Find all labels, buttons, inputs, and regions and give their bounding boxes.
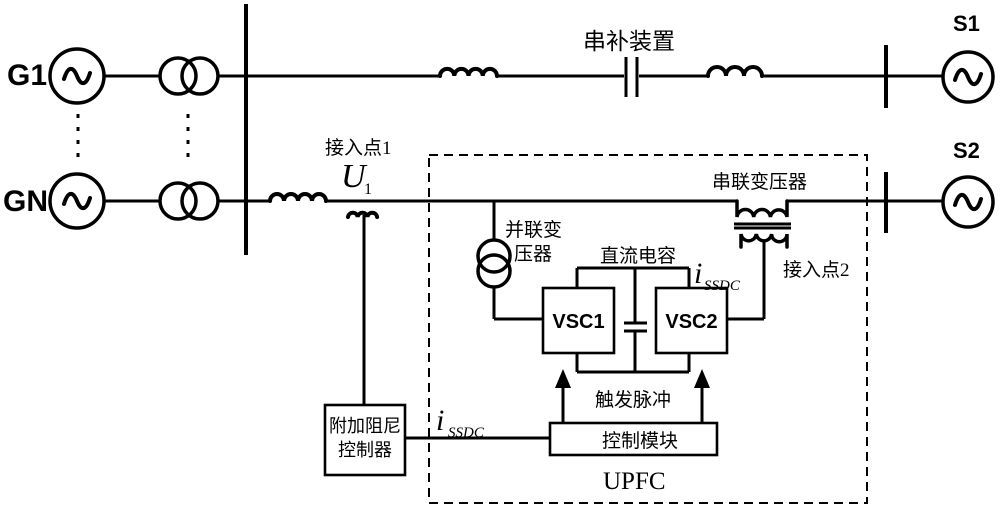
transformer-circle (158, 181, 198, 221)
series-comp-label: 串补装置 (583, 29, 675, 54)
upfc-caption: UPFC (603, 468, 666, 495)
ac-sine-icon (62, 66, 92, 86)
i-ssdc-subscript-vsc2: SSDC (704, 278, 741, 294)
line1-inductor-icon (438, 66, 499, 78)
ac-sine-icon (62, 191, 92, 211)
series-transformer-label: 串联变压器 (712, 171, 807, 193)
generator-gn: GN (3, 172, 106, 230)
access-point1-label: 接入点1 (325, 137, 392, 159)
vsc2-label: VSC2 (665, 311, 717, 333)
generator-g1: G1 (7, 47, 106, 105)
dc-link (575, 266, 691, 374)
system-s2-circle (941, 175, 995, 229)
transformer-circle (476, 238, 512, 274)
shunt-transformer-label-line1: 并联变 (505, 219, 562, 241)
transformer-circle (180, 181, 220, 221)
shunt-transformer-label-line2: 压器 (514, 244, 552, 265)
arrow-up-icon (694, 369, 710, 388)
line2-inductor-icon (268, 192, 328, 203)
i-ssdc-symbol-vsc2: i (694, 257, 702, 290)
trigger-pulse-arrow-right (694, 369, 710, 423)
stepup-transformer-g1 (104, 56, 246, 96)
vsc1-label: VSC1 (552, 311, 604, 333)
dc-capacitor-label: 直流电容 (600, 245, 676, 267)
upfc-boundary-box (428, 154, 868, 504)
series-compensation-capacitor (624, 57, 639, 97)
damping-controller-box (323, 403, 407, 477)
damping-controller-label-line2: 控制器 (338, 440, 392, 460)
generator-gn-label: GN (3, 185, 48, 218)
shunt-transformer (476, 201, 543, 321)
transformer-circle (158, 56, 198, 96)
series-transformer-primary-coil (735, 199, 789, 218)
transmission-line-2: 接入点1 U 1 串联变压器 接入点2 (246, 137, 943, 405)
system-s1-circle (941, 50, 995, 104)
trigger-pulse-label: 触发脉冲 (595, 389, 671, 411)
system-s1: S1 (941, 11, 995, 104)
generator-g1-label: G1 (7, 59, 47, 92)
u1-subscript: 1 (364, 181, 372, 198)
arrow-up-icon (555, 369, 571, 388)
system-s2-label: S2 (953, 138, 980, 163)
ac-sine-icon (953, 67, 983, 87)
i-ssdc-symbol-input: i (436, 404, 444, 437)
ac-sine-icon (953, 192, 983, 212)
i-ssdc-subscript-input: SSDC (448, 425, 485, 441)
transformer-circle (180, 56, 220, 96)
control-module-label: 控制模块 (602, 430, 678, 452)
measurement-coil-icon (346, 210, 380, 219)
line1-inductor2-icon (706, 65, 764, 78)
transmission-line-1: 串补装置 (246, 29, 943, 108)
stepup-transformer-gn (104, 181, 246, 221)
series-transformer (734, 199, 791, 319)
trigger-pulse-arrow-left (555, 369, 571, 423)
system-s2: S2 (941, 138, 995, 229)
u1-symbol: U (341, 158, 368, 195)
damping-controller-label-line1: 附加阻尼 (329, 416, 401, 436)
system-s1-label: S1 (953, 11, 980, 36)
access-point2-label: 接入点2 (783, 259, 850, 281)
current-measurement-tap (346, 210, 380, 405)
